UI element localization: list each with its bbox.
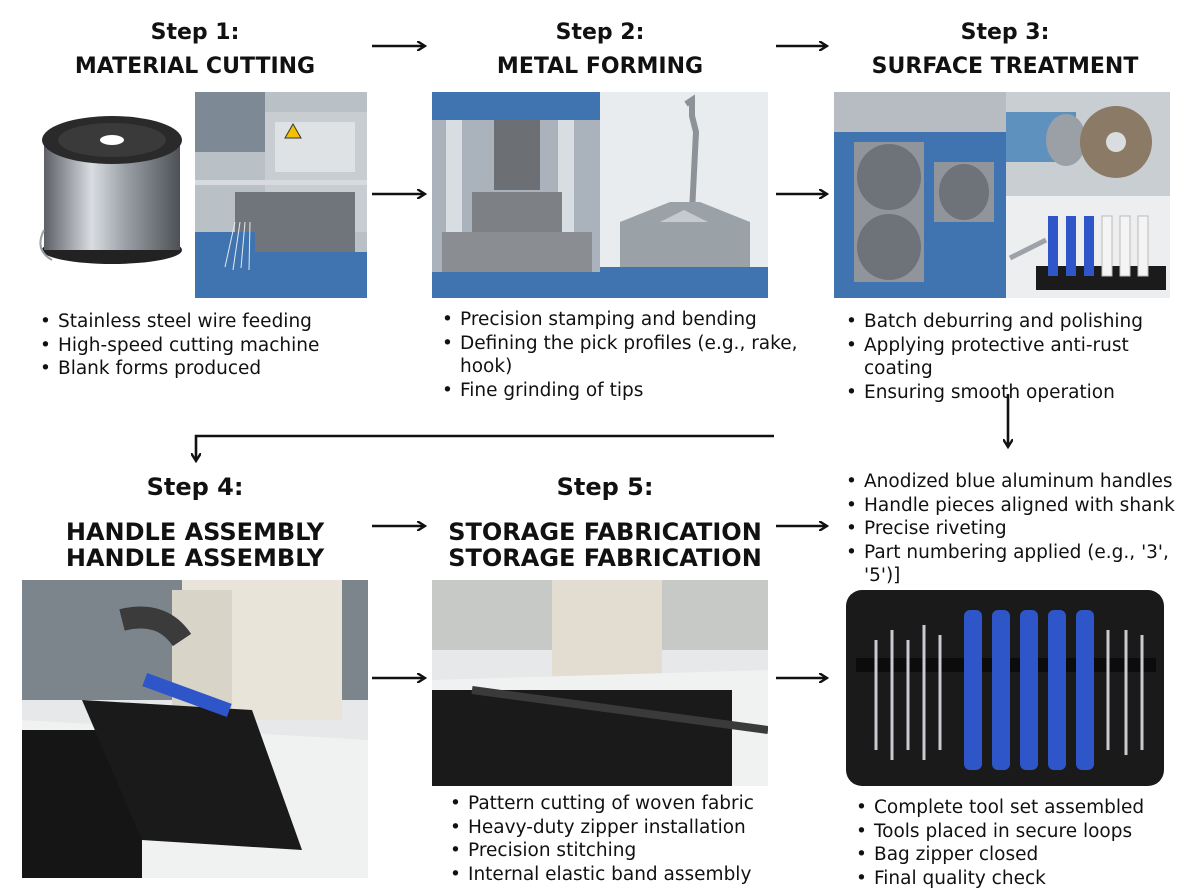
- list-item: Final quality check: [852, 867, 1182, 891]
- storage-fabrication-image: [432, 580, 768, 786]
- step4-label: Step 4:: [146, 473, 244, 501]
- list-item: Precision stamping and bending: [438, 308, 798, 332]
- list-item: Batch deburring and polishing: [842, 310, 1194, 334]
- polishing-drums-image: [834, 92, 1006, 298]
- list-item: Defining the pick profiles (e.g., rake, …: [438, 332, 798, 379]
- step1-bullets: Stainless steel wire feeding High-speed …: [36, 310, 376, 381]
- list-item: Part numbering applied (e.g., '3', '5')]: [842, 541, 1194, 588]
- list-item: Tools placed in secure loops: [852, 820, 1182, 844]
- list-item: Blank forms produced: [36, 357, 376, 381]
- step1-title: MATERIAL CUTTING: [74, 54, 316, 79]
- list-item: Pattern cutting of woven fabric: [446, 792, 776, 816]
- step3-bullets: Batch deburring and polishing Applying p…: [842, 310, 1194, 404]
- step5-title-line1: STORAGE FABRICATION: [448, 518, 762, 546]
- finished-picks-tray-image: [1006, 196, 1170, 298]
- step5-title-line2: STORAGE FABRICATION: [448, 544, 762, 572]
- bending-die-image: [600, 92, 768, 298]
- step4-title-line1: HANDLE ASSEMBLY: [65, 518, 325, 546]
- stamping-press-image: [432, 92, 600, 298]
- step2-title: METAL FORMING: [496, 54, 704, 79]
- list-item: Applying protective anti-rust coating: [842, 334, 1194, 381]
- list-item: High-speed cutting machine: [36, 334, 376, 358]
- list-item: Precise riveting: [842, 517, 1194, 541]
- step5-label: Step 5:: [556, 473, 654, 501]
- handle-assembly-image: [22, 580, 368, 878]
- list-item: Complete tool set assembled: [852, 796, 1182, 820]
- final-bullets: Complete tool set assembled Tools placed…: [852, 796, 1182, 890]
- step1-label: Step 1:: [150, 20, 240, 45]
- list-item: Internal elastic band assembly: [446, 863, 776, 887]
- step2-label: Step 2:: [555, 20, 645, 45]
- grinder-image: [1006, 92, 1170, 196]
- step3-label: Step 3:: [960, 20, 1050, 45]
- arrow-return-icon: [196, 434, 774, 460]
- step5-bullets: Pattern cutting of woven fabric Heavy-du…: [446, 792, 776, 886]
- list-item: Ensuring smooth operation: [842, 381, 1194, 405]
- list-item: Stainless steel wire feeding: [36, 310, 376, 334]
- step3-title: SURFACE TREATMENT: [871, 54, 1139, 79]
- list-item: Bag zipper closed: [852, 843, 1182, 867]
- list-item: Handle pieces aligned with shank: [842, 494, 1194, 518]
- wire-spool-image: [30, 100, 190, 270]
- list-item: Heavy-duty zipper installation: [446, 816, 776, 840]
- list-item: Fine grinding of tips: [438, 379, 798, 403]
- step4-bullets: Anodized blue aluminum handles Handle pi…: [842, 470, 1194, 588]
- list-item: Anodized blue aluminum handles: [842, 470, 1194, 494]
- cutting-machine-image: [195, 92, 367, 298]
- finished-tool-bag-image: [836, 580, 1174, 792]
- step4-title-line2: HANDLE ASSEMBLY: [65, 544, 325, 572]
- step2-bullets: Precision stamping and bending Defining …: [438, 308, 798, 402]
- list-item: Precision stitching: [446, 839, 776, 863]
